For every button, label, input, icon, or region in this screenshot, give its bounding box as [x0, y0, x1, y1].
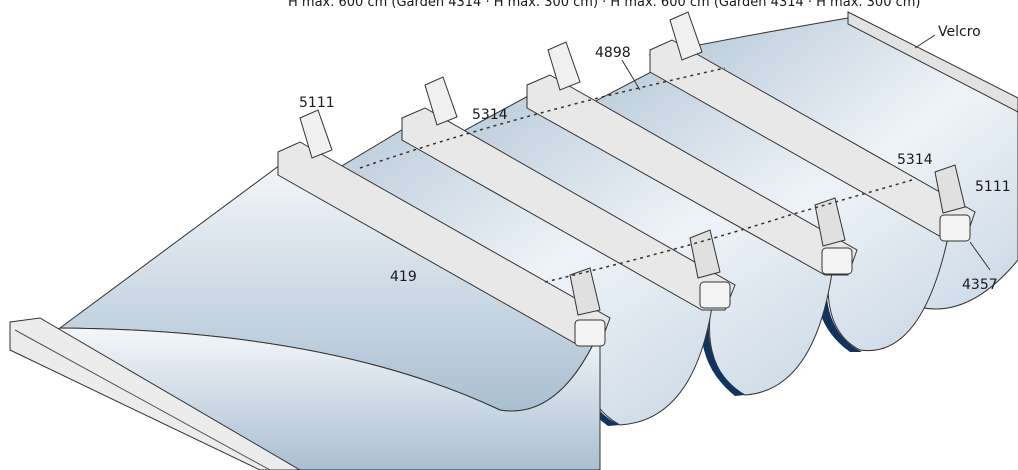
bracket-left-3 — [547, 41, 581, 91]
label-velcro: Velcro — [938, 24, 981, 40]
label-4898: 4898 — [595, 45, 631, 61]
leader-4898 — [621, 59, 641, 91]
bracket-right-2 — [689, 229, 721, 279]
rail-3 — [526, 74, 858, 276]
bracket-left-1 — [299, 109, 333, 159]
fabric-fold-dark-3 — [816, 258, 862, 352]
rail-2 — [401, 107, 736, 311]
bracket-right-4 — [934, 164, 966, 214]
fabric-panel-front-lower — [18, 327, 601, 470]
label-419: 419 — [390, 269, 417, 285]
leader-velcro — [914, 34, 936, 49]
label-5314-right: 5314 — [897, 152, 933, 168]
bracket-left-2 — [424, 76, 458, 126]
bracket-left-4 — [669, 11, 703, 61]
leader-4357 — [969, 241, 991, 271]
rail-4 — [649, 39, 976, 242]
rail-1 — [277, 141, 611, 347]
label-5314-mid: 5314 — [472, 107, 508, 123]
bead-chain-top — [359, 67, 726, 169]
label-5111-left: 5111 — [299, 95, 335, 111]
velcro-strip — [847, 11, 1018, 113]
bottom-bar-groove — [14, 329, 271, 470]
header-text: H max. 600 cm (Gardеn 4314 · H max. 300 … — [288, 0, 920, 10]
label-4357: 4357 — [962, 277, 998, 293]
bottom-bar — [9, 317, 301, 470]
bracket-right-1 — [569, 267, 601, 316]
label-5111-right: 5111 — [975, 179, 1011, 195]
bead-chain-bottom — [544, 179, 913, 283]
bracket-right-3 — [814, 197, 846, 247]
